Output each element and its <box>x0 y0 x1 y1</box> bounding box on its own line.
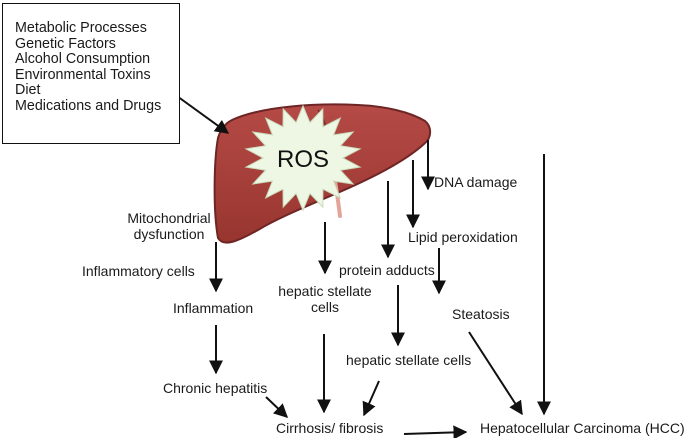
label-inflammation: Inflammation <box>173 300 254 316</box>
label-cirrhosis-fibrosis: Cirrhosis/ fibrosis <box>276 420 384 436</box>
factor-item: Diet <box>15 82 41 99</box>
ros-burst <box>244 104 362 212</box>
label-dna-damage: DNA damage <box>434 174 518 190</box>
factor-item: Medications and Drugs <box>15 97 162 114</box>
factor-item: Metabolic Processes <box>15 20 147 36</box>
arrow-hsc2-to-cirrhosis <box>362 380 380 417</box>
label-mitochondrial-line1: Mitochondrial <box>127 210 211 226</box>
label-hsc2: hepatic stellate cells <box>346 352 472 368</box>
label-inflammatory-cells: Inflammatory cells <box>82 263 195 279</box>
label-lipid-peroxidation: Lipid peroxidation <box>408 229 518 245</box>
ros-label: ROS <box>277 146 329 173</box>
liver-illustration: ROS <box>213 103 432 244</box>
arrow-chronic-to-cirrhosis <box>265 396 289 418</box>
label-hsc-line1: hepatic stellate <box>278 283 372 299</box>
factor-item: Environmental Toxins <box>15 66 151 83</box>
label-mitochondrial-line2: dysfunction <box>133 226 205 242</box>
label-steatosis: Steatosis <box>452 306 510 322</box>
label-chronic-hepatitis: Chronic hepatitis <box>163 380 268 396</box>
arrow-cirrhosis-to-hcc <box>403 425 468 438</box>
factor-item: Genetic Factors <box>15 35 116 52</box>
factor-item: Alcohol Consumption <box>15 51 151 68</box>
label-protein-adducts: protein adducts <box>339 262 435 278</box>
label-hcc: Hepatocellular Carcinoma (HCC) <box>480 420 685 436</box>
risk-factors-box: Metabolic Processes Genetic Factors Alco… <box>2 3 180 144</box>
label-hsc-line2: cells <box>310 299 340 315</box>
arrow-steatosis-to-hcc <box>468 331 523 416</box>
